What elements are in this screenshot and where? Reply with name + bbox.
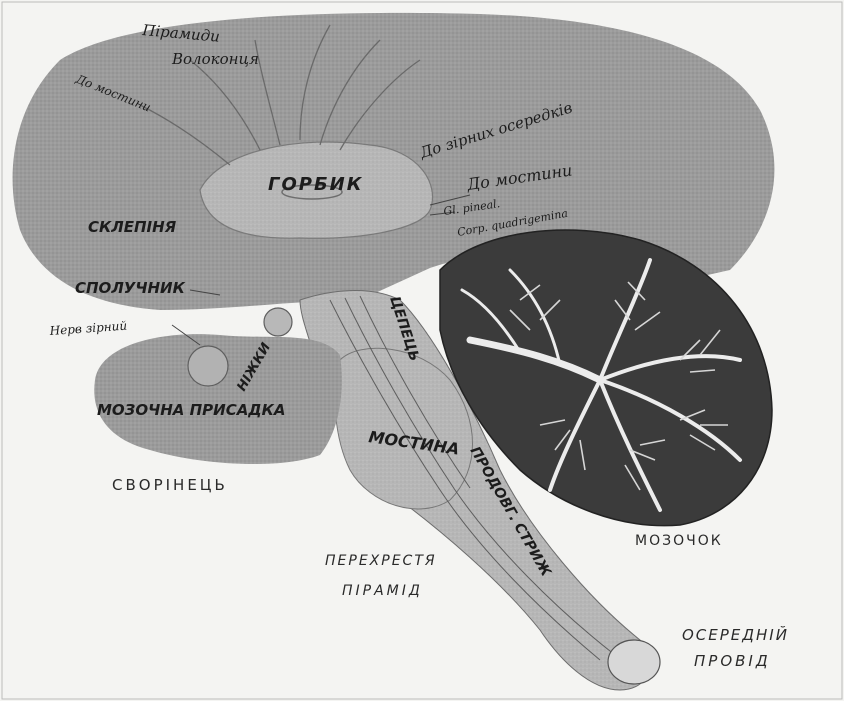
label-pyramid-cross-2: ПІРАМІД xyxy=(342,583,423,599)
label-central-canal-1: ОСЕРЕДНІЙ xyxy=(682,625,789,644)
label-fibers: Волоконця xyxy=(171,50,259,68)
label-cerebellum: МОЗОЧОК xyxy=(635,533,723,549)
label-thalamus: ГОРБИК xyxy=(268,174,363,195)
central-canal-end xyxy=(608,640,660,684)
label-pituitary: МОЗОЧНА ПРИСАДКА xyxy=(97,401,286,419)
mammillary-body xyxy=(264,308,292,336)
label-convolution: СВОРІНЕЦЬ xyxy=(112,476,228,494)
pituitary-gland xyxy=(188,346,228,386)
label-fornix: СКЛЕПІНЯ xyxy=(88,218,177,236)
label-central-canal-2: ПРОВІД xyxy=(694,652,771,670)
label-optic-nerve: Нерв зірний xyxy=(48,319,127,338)
label-commissure: СПОЛУЧНИК xyxy=(75,279,186,297)
label-pyramid-cross-1: ПЕРЕХРЕСТЯ xyxy=(325,553,437,569)
